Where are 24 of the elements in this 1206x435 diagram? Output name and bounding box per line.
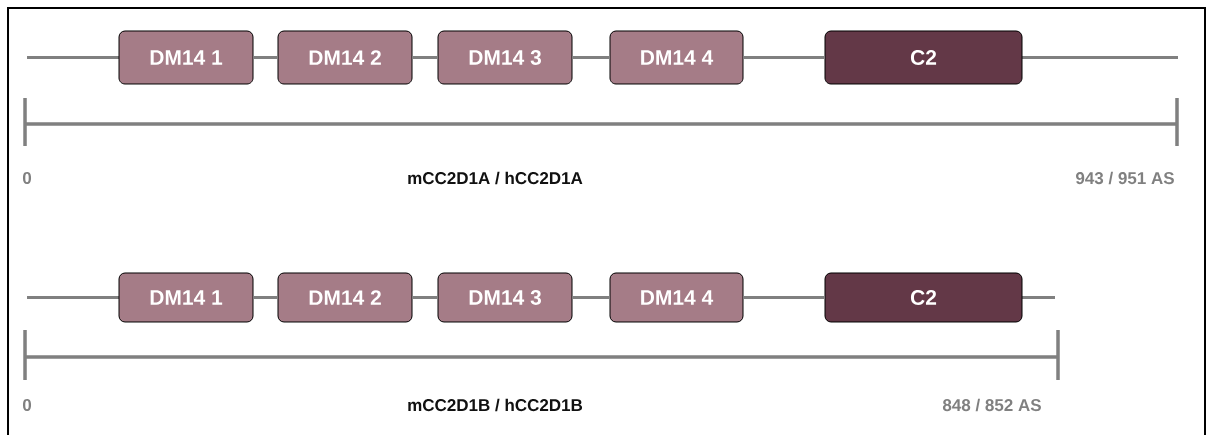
domain-box: DM14 3 [437,30,573,85]
backbone-line [253,296,278,299]
backbone-line [743,296,825,299]
protein-name: mCC2D1A / hCC2D1A [408,171,583,185]
scale-value: 848 / 852 AS [942,398,1041,412]
domain-box: DM14 2 [277,30,413,85]
domain-box: DM14 4 [609,30,744,85]
backbone-line [412,56,438,59]
domain-box: C2 [824,30,1023,85]
protein-name: mCC2D1B / hCC2D1B [408,398,583,412]
domain-box: DM14 4 [609,272,744,323]
domain-box: DM14 1 [118,30,254,85]
domain-box: DM14 3 [437,272,573,323]
backbone-line [253,56,278,59]
backbone-line [572,56,610,59]
backbone-line [412,296,438,299]
domain-box: DM14 2 [277,272,413,323]
domain-box: C2 [824,272,1023,323]
scale-value: 0 [22,398,32,411]
domain-box: DM14 1 [118,272,254,323]
backbone-line [572,296,610,299]
backbone-line [743,56,825,59]
scale-value: 943 / 951 AS [1076,171,1174,185]
scale-value: 0 [22,171,32,184]
